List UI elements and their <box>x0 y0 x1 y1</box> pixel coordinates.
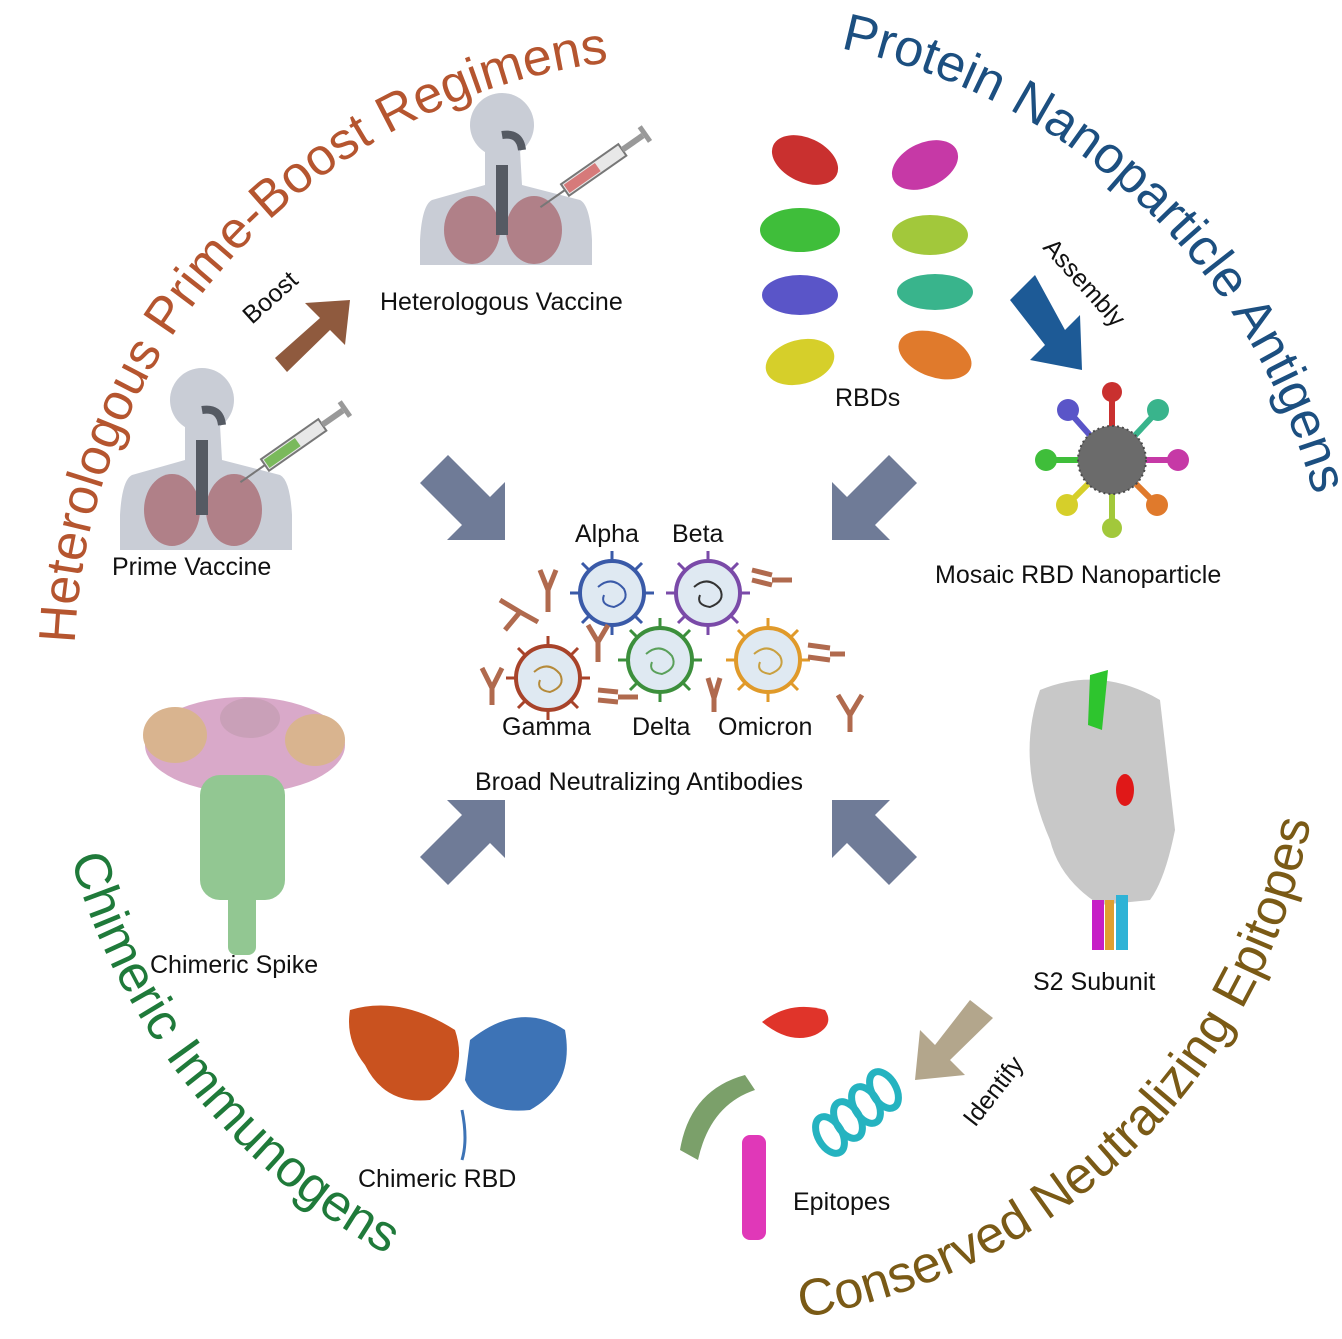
alpha-label: Alpha <box>575 520 639 548</box>
broad-antibodies-label: Broad Neutralizing Antibodies <box>475 768 803 796</box>
s2-subunit-structure <box>1029 670 1175 950</box>
gamma-label: Gamma <box>502 713 591 741</box>
delta-label: Delta <box>632 713 690 741</box>
rbd-molecules <box>760 135 973 386</box>
virus-omicron <box>726 618 810 702</box>
center-arrows <box>420 455 917 885</box>
prime-syringe-icon <box>239 400 353 484</box>
chimeric-rbd-label: Chimeric RBD <box>358 1165 516 1193</box>
arrow-from-epitopes <box>832 800 917 885</box>
epitopes-structures <box>680 1006 902 1240</box>
heterologous-syringe-icon <box>539 125 653 209</box>
chimeric-rbd-structure <box>349 1005 567 1161</box>
antibodies <box>479 567 865 732</box>
epitopes-label: Epitopes <box>793 1188 890 1216</box>
virus-gamma <box>506 636 590 720</box>
virus-delta <box>618 618 702 702</box>
s2-subunit-label: S2 Subunit <box>1033 968 1155 996</box>
prime-vaccine-figure <box>120 368 292 550</box>
boost-arrow <box>275 300 350 372</box>
assembly-arrow <box>1010 275 1082 370</box>
omicron-label: Omicron <box>718 713 812 741</box>
chimeric-spike-label: Chimeric Spike <box>150 951 318 979</box>
virus-beta <box>666 551 750 635</box>
arrow-from-nanoparticle <box>832 455 917 540</box>
rbds-label: RBDs <box>835 384 900 412</box>
arrow-from-prime-boost <box>420 455 505 540</box>
virus-alpha <box>570 551 654 635</box>
beta-label: Beta <box>672 520 724 548</box>
boost-label: Boost <box>237 266 303 330</box>
arrow-from-chimeric <box>420 800 505 885</box>
chimeric-spike-structure <box>143 697 345 955</box>
mosaic-nanoparticle <box>1035 382 1189 538</box>
identify-arrow <box>915 1000 993 1080</box>
identify-label: Identify <box>958 1051 1030 1132</box>
heterologous-vaccine-figure <box>420 93 592 265</box>
mosaic-label: Mosaic RBD Nanoparticle <box>935 561 1221 589</box>
heterologous-vaccine-label: Heterologous Vaccine <box>380 288 623 316</box>
prime-vaccine-label: Prime Vaccine <box>112 553 271 581</box>
